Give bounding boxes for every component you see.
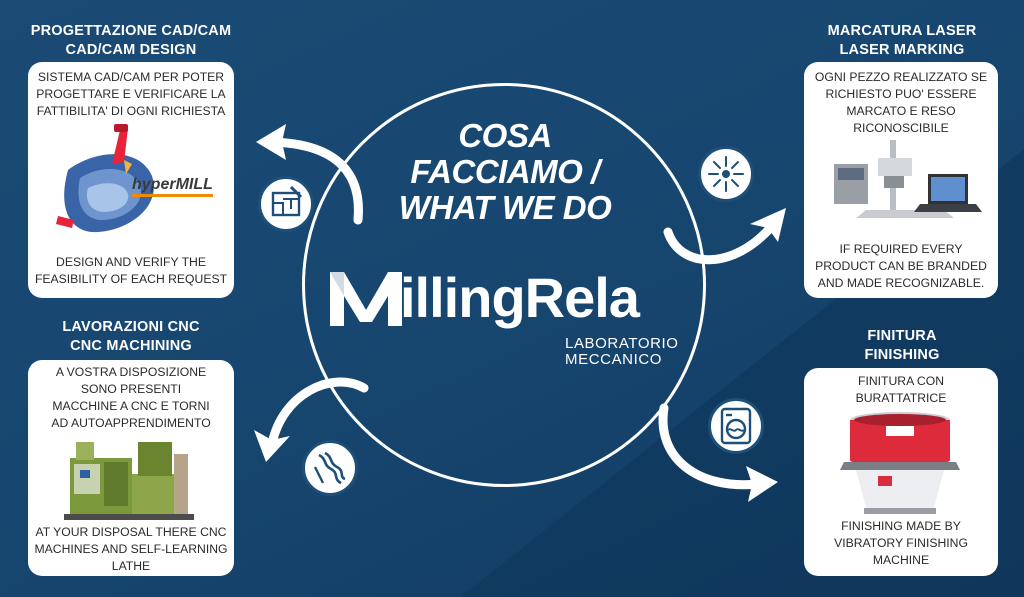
cad-text-en: DESIGN AND VERIFY THE FEASIBILITY OF EAC… bbox=[34, 255, 228, 286]
finish-heading: FINITURA FINISHING bbox=[788, 327, 1016, 365]
logo-wordmark: illingRela bbox=[400, 266, 640, 329]
logo-sub-line-2: MECCANICO bbox=[565, 351, 663, 368]
cnc-heading-it: LAVORAZIONI CNC bbox=[62, 319, 200, 335]
laser-burst-icon bbox=[698, 146, 754, 202]
blueprint-icon bbox=[258, 176, 314, 232]
finish-card: FINITURA CON BURATTATRICE FINISHING MADE… bbox=[804, 368, 998, 576]
laser-heading-it: MARCATURA LASER bbox=[827, 23, 977, 39]
cad-part-icon bbox=[56, 124, 154, 233]
logo-m-mark bbox=[330, 272, 402, 326]
center-title: COSA FACCIAMO / WHAT WE DO bbox=[350, 118, 660, 226]
arrow-to-laser bbox=[663, 208, 786, 265]
cad-heading-it: PROGETTAZIONE CAD/CAM bbox=[30, 23, 232, 39]
laser-text-it: OGNI PEZZO REALIZZATO SE RICHIESTO PUO' … bbox=[814, 70, 988, 135]
arrow-to-cad bbox=[256, 124, 363, 225]
title-line-1: COSA bbox=[458, 117, 552, 154]
finish-heading-en: FINISHING bbox=[864, 347, 940, 363]
laser-machine-illustration bbox=[804, 140, 998, 236]
cnc-machine-illustration bbox=[28, 434, 234, 524]
arrow-to-finish bbox=[658, 403, 778, 502]
laser-card: OGNI PEZZO REALIZZATO SE RICHIESTO PUO' … bbox=[804, 62, 998, 298]
cnc-card: A VOSTRA DISPOSIZIONE SONO PRESENTI MACC… bbox=[28, 360, 234, 576]
cad-card: SISTEMA CAD/CAM PER POTER PROGETTARE E V… bbox=[28, 62, 234, 298]
cnc-machine-icon bbox=[64, 442, 194, 520]
laser-heading-en: LASER MARKING bbox=[839, 42, 965, 58]
vibratory-finisher-illustration bbox=[804, 410, 998, 514]
arrow-to-cnc bbox=[254, 377, 369, 462]
hypermill-illustration: hyperMILL bbox=[28, 124, 234, 244]
finish-heading-it: FINITURA bbox=[867, 328, 937, 344]
title-line-3: WHAT WE DO bbox=[398, 189, 612, 226]
cnc-text-en: AT YOUR DISPOSAL THERE CNC MACHINES AND … bbox=[34, 525, 228, 573]
logo-sub-line-1: LABORATORIO bbox=[565, 335, 679, 352]
cad-heading: PROGETTAZIONE CAD/CAM CAD/CAM DESIGN bbox=[15, 22, 247, 60]
cnc-text-it: A VOSTRA DISPOSIZIONE SONO PRESENTI MACC… bbox=[51, 365, 211, 430]
washing-drum-icon bbox=[708, 398, 764, 454]
end-mill-icon bbox=[302, 440, 358, 496]
cnc-heading-en: CNC MACHINING bbox=[70, 338, 192, 354]
laser-heading: MARCATURA LASER LASER MARKING bbox=[788, 22, 1016, 60]
cnc-heading: LAVORAZIONI CNC CNC MACHINING bbox=[15, 318, 247, 356]
logo-subtitle: LABORATORIO MECCANICO bbox=[565, 336, 679, 368]
finish-text-it: FINITURA CON BURATTATRICE bbox=[855, 374, 947, 405]
cad-heading-en: CAD/CAM DESIGN bbox=[65, 42, 197, 58]
cad-text-it: SISTEMA CAD/CAM PER POTER PROGETTARE E V… bbox=[36, 70, 226, 118]
laser-text-en: IF REQUIRED EVERY PRODUCT CAN BE BRANDED… bbox=[815, 242, 987, 290]
laser-machine-icon bbox=[834, 140, 982, 218]
hypermill-brand: hyperMILL bbox=[132, 176, 213, 197]
finish-text-en: FINISHING MADE BY VIBRATORY FINISHING MA… bbox=[834, 519, 968, 567]
vibratory-finisher-icon bbox=[840, 412, 960, 514]
title-line-2: FACCIAMO / bbox=[410, 153, 600, 190]
center-circle bbox=[302, 83, 706, 487]
